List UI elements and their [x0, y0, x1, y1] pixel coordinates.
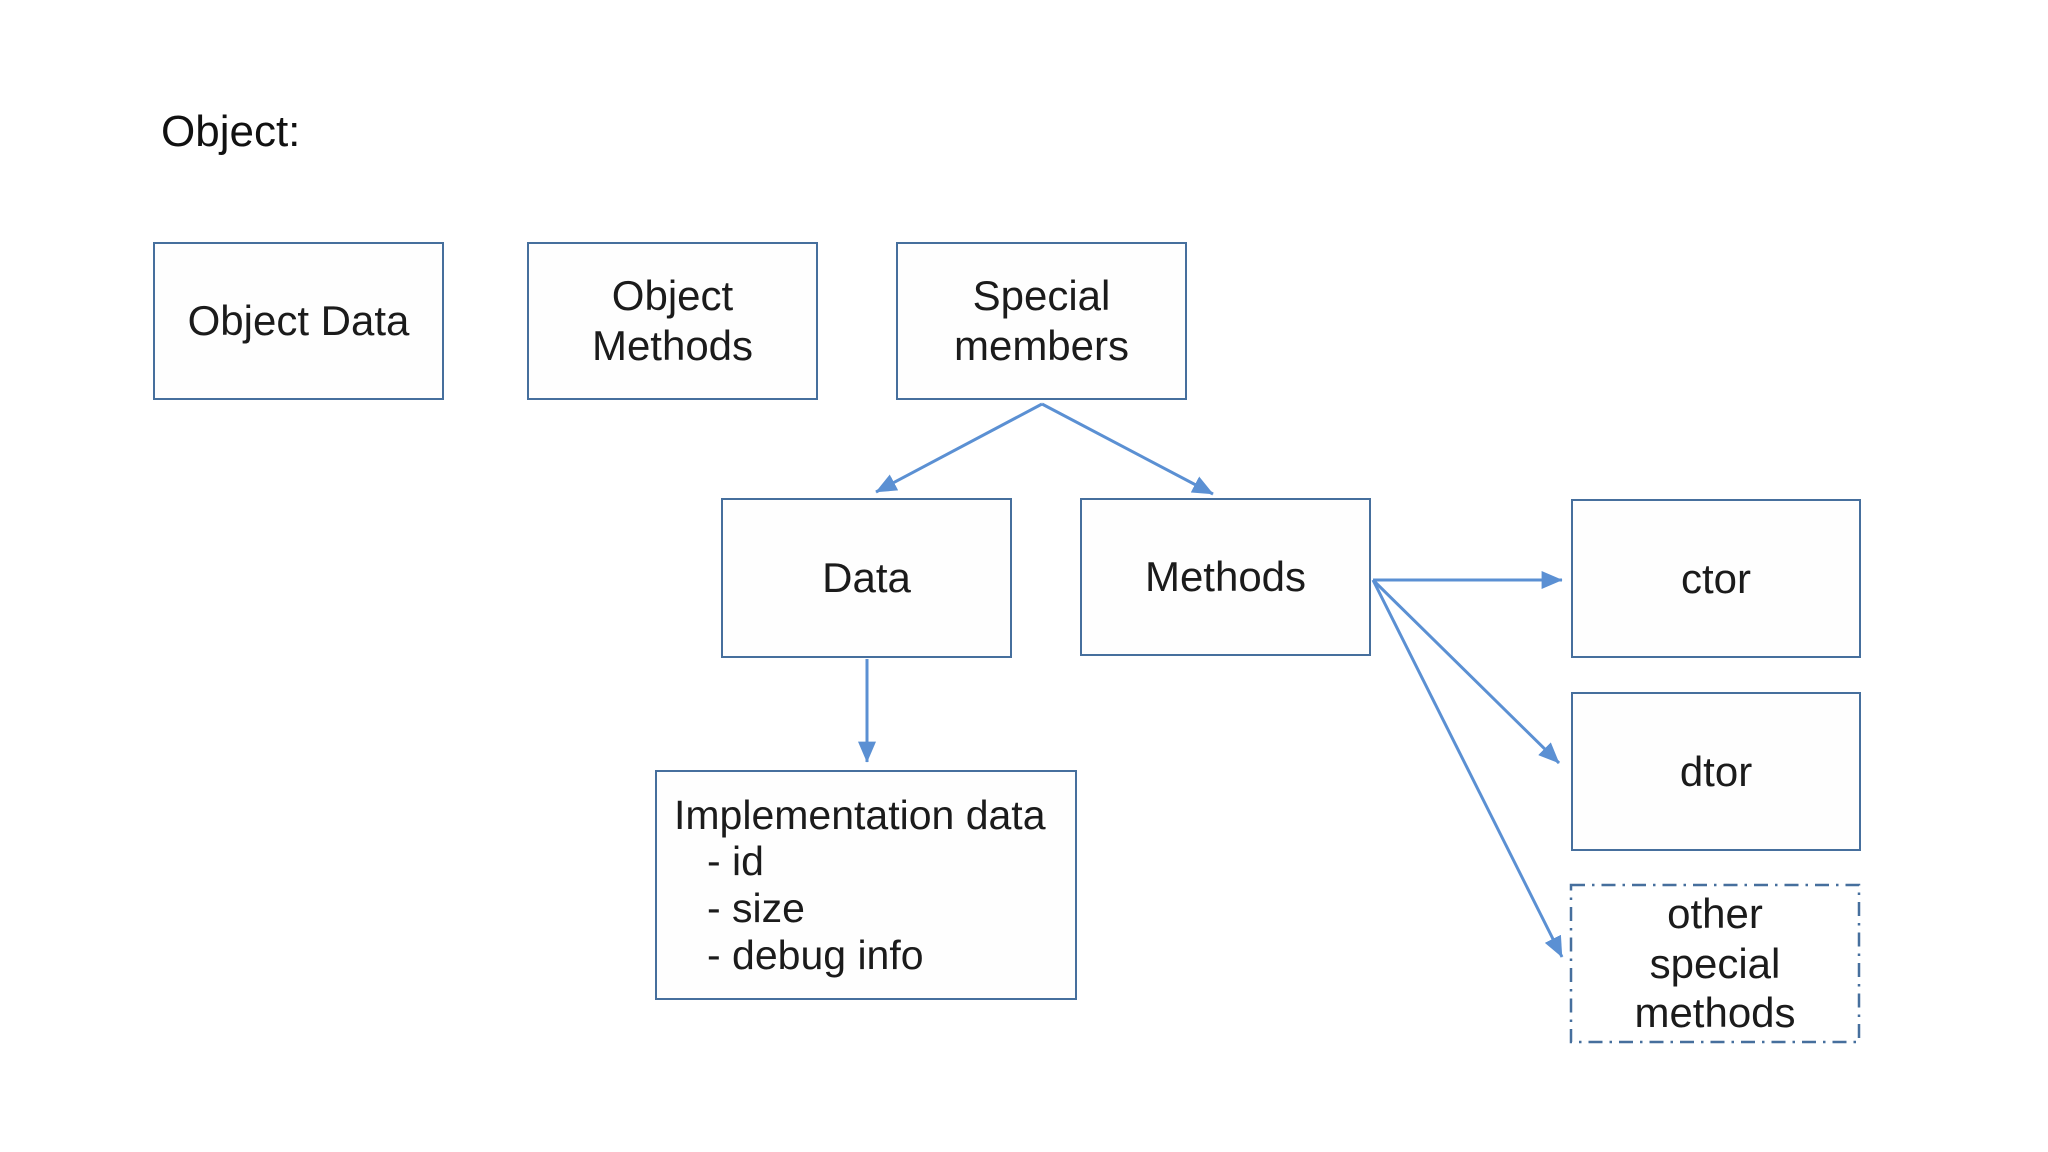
implementation-data-title: Implementation data	[674, 791, 1046, 838]
node-data-label: Data	[822, 554, 911, 602]
node-ctor: ctor	[1571, 499, 1861, 658]
implementation-data-item-id: - id	[707, 838, 764, 885]
node-implementation-data: Implementation data - id - size - debug …	[655, 770, 1077, 1000]
node-dtor-label: dtor	[1679, 747, 1753, 795]
node-object-data: Object Data	[153, 242, 444, 400]
arrow-special-members-to-methods	[1041, 402, 1214, 496]
node-object-methods: Object Methods	[527, 242, 818, 400]
other-special-methods-dashdot-border	[1569, 883, 1861, 1044]
node-special-members-label: Special members	[953, 272, 1130, 369]
node-dtor: dtor	[1571, 692, 1861, 851]
diagram-title: Object:	[161, 107, 301, 156]
arrow-special-members-to-data	[875, 402, 1043, 494]
node-object-methods-label: Object Methods	[591, 272, 754, 369]
arrow-methods-to-dtor	[1371, 578, 1561, 765]
implementation-data-item-size: - size	[707, 885, 805, 931]
node-special-members: Special members	[896, 242, 1187, 400]
node-methods-label: Methods	[1144, 553, 1307, 601]
node-data: Data	[721, 498, 1012, 658]
node-other-special-methods-label: other special methods	[1634, 890, 1796, 1037]
node-methods: Methods	[1080, 498, 1371, 656]
node-ctor-label: ctor	[1680, 554, 1751, 602]
implementation-data-item-debug-info: - debug info	[707, 931, 924, 978]
arrow-methods-to-other-special-methods	[1371, 579, 1564, 958]
node-other-special-methods: other special methods	[1571, 885, 1859, 1042]
node-object-data-label: Object Data	[187, 297, 410, 345]
